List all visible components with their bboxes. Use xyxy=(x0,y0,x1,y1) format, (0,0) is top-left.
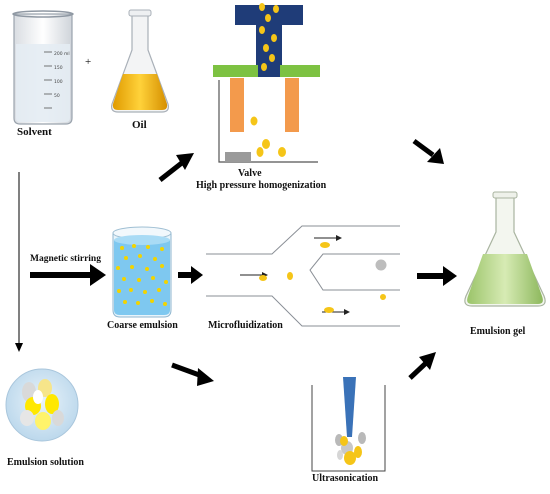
solvent-beaker-icon: 200 ml 150 100 50 xyxy=(12,10,74,125)
arrow-to-microfluidizer xyxy=(178,266,203,284)
emulsion-gel-flask-icon xyxy=(464,191,546,307)
oil-label: Oil xyxy=(132,119,147,131)
microfluidizer-flow xyxy=(240,235,387,315)
arrow-to-homogenizer xyxy=(158,153,194,182)
valve-block xyxy=(225,152,251,162)
microfluidizer-icon xyxy=(206,225,400,327)
emulsion-gel-label: Emulsion gel xyxy=(470,326,526,337)
coarse-emulsion-label: Coarse emulsion xyxy=(107,320,178,331)
ultrasonication-label: Ultrasonication xyxy=(312,473,379,484)
oil-flask-icon xyxy=(111,9,169,113)
arrow-ultra-to-gel xyxy=(408,352,436,380)
scale-100: 100 xyxy=(54,79,63,85)
ultrasonicator-icon xyxy=(311,377,386,472)
scale-200: 200 ml xyxy=(54,51,70,57)
arrow-hph-to-gel xyxy=(412,138,444,164)
coarse-emulsion-beaker-icon xyxy=(112,226,172,318)
scale-50: 50 xyxy=(54,93,60,99)
valve-label: Valve xyxy=(238,168,262,179)
arrow-to-ultrasonication xyxy=(171,362,214,386)
emulsion-solution-icon xyxy=(5,368,79,442)
microfluidization-label: Microfluidization xyxy=(208,320,283,331)
homogenizer-icon xyxy=(213,3,320,163)
emulsion-solution-label: Emulsion solution xyxy=(7,457,84,468)
magnetic-stirring-label: Magnetic stirring xyxy=(30,254,101,264)
hph-label: High pressure homogenization xyxy=(196,180,327,191)
plus-sign: + xyxy=(85,56,92,68)
solvent-label: Solvent xyxy=(17,126,52,138)
arrow-magnetic-stirring xyxy=(30,264,106,286)
arrow-micro-to-gel xyxy=(417,266,457,286)
arrow-down-thin xyxy=(15,172,23,352)
scale-150: 150 xyxy=(54,65,63,71)
